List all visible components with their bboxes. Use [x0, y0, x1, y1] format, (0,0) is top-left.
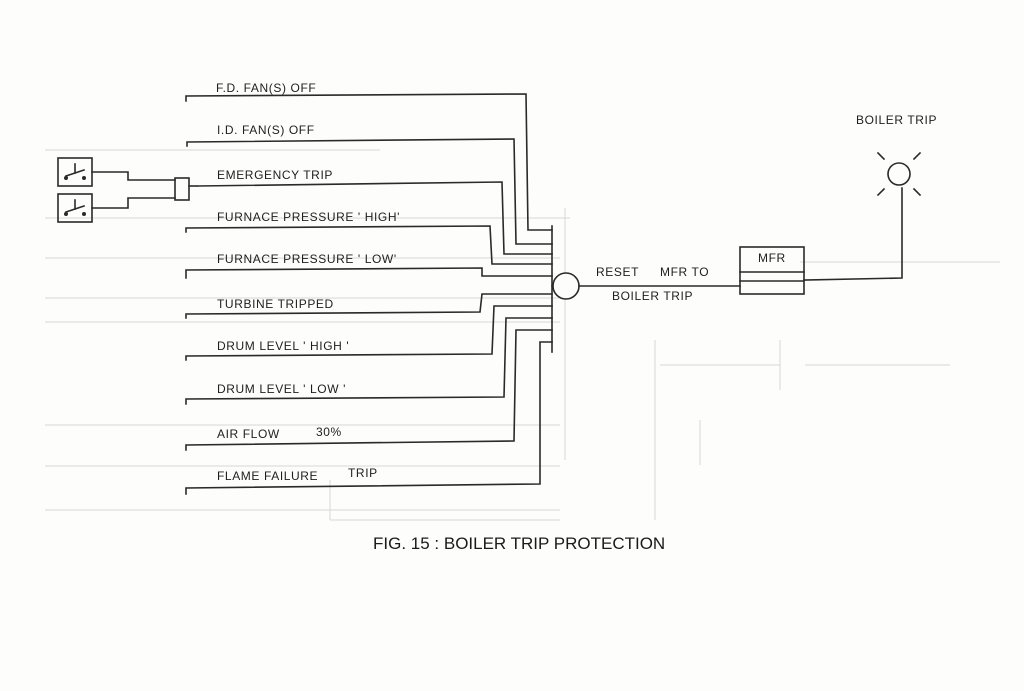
mfr-label: MFR	[758, 251, 786, 265]
input-fd-fan-off: F.D. FAN(S) OFF	[185, 81, 553, 231]
lamp-icon	[876, 151, 922, 197]
input-emergency-trip: EMERGENCY TRIP	[197, 168, 553, 255]
input-label: FURNACE PRESSURE ' LOW'	[217, 252, 397, 266]
input-label: I.D. FAN(S) OFF	[217, 123, 315, 137]
boiler-trip-output-label: BOILER TRIP	[856, 113, 937, 127]
input-value: 30%	[316, 425, 342, 439]
input-flame-failure: FLAME FAILURE TRIP	[185, 341, 553, 495]
input-air-flow: AIR FLOW 30%	[185, 329, 553, 451]
input-label: EMERGENCY TRIP	[217, 168, 333, 182]
input-label: F.D. FAN(S) OFF	[216, 81, 316, 95]
figure-caption: FIG. 15 : BOILER TRIP PROTECTION	[373, 534, 665, 553]
input-label: DRUM LEVEL ' LOW '	[217, 382, 346, 396]
input-label: DRUM LEVEL ' HIGH '	[217, 339, 349, 353]
boiler-trip-sub-label: BOILER TRIP	[612, 289, 693, 303]
input-label: TURBINE TRIPPED	[217, 297, 334, 311]
output-line	[803, 187, 903, 281]
background-ghost-lines	[45, 149, 1000, 521]
input-label: FURNACE PRESSURE ' HIGH'	[217, 210, 400, 224]
input-label: FLAME FAILURE	[217, 469, 318, 483]
input-label: AIR FLOW	[217, 427, 280, 441]
or-gate-node	[552, 272, 580, 300]
input-turbine-tripped: TURBINE TRIPPED	[185, 293, 553, 319]
input-drum-level-high: DRUM LEVEL ' HIGH '	[185, 305, 553, 361]
input-id-fan-off: I.D. FAN(S) OFF	[186, 123, 553, 245]
mfr-to-label: MFR TO	[660, 265, 709, 279]
reset-label: RESET	[596, 265, 639, 279]
mfr-relay: MFR	[739, 246, 805, 295]
input-value: TRIP	[348, 466, 378, 480]
input-drum-level-low: DRUM LEVEL ' LOW '	[185, 317, 553, 405]
input-furnace-pressure-low: FURNACE PRESSURE ' LOW'	[185, 252, 553, 279]
trip-input-signals: F.D. FAN(S) OFF I.D. FAN(S) OFF EMERGENC…	[185, 81, 553, 495]
emergency-pushbuttons	[57, 157, 198, 223]
input-furnace-pressure-high: FURNACE PRESSURE ' HIGH'	[185, 210, 553, 265]
